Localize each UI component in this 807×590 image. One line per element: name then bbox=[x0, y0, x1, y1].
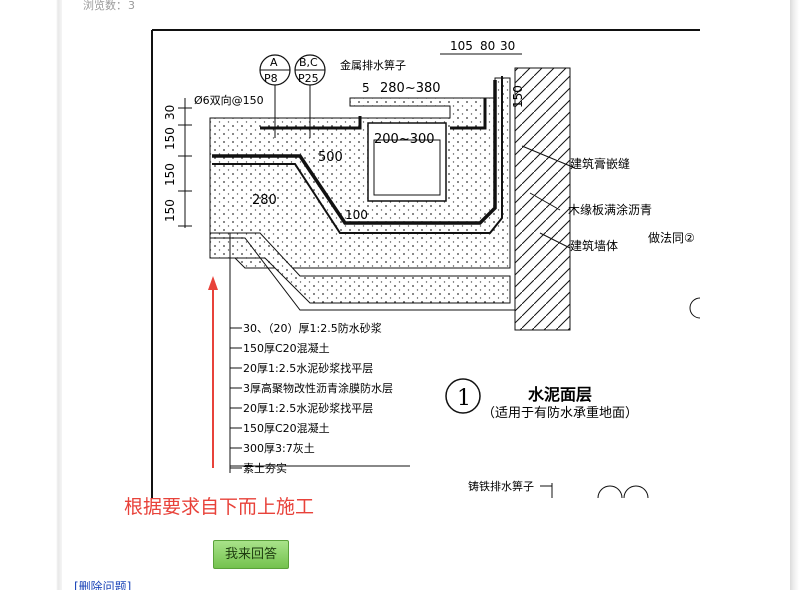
bottom-callout-circle bbox=[623, 485, 649, 498]
layer-item-5: 20厚1:2.5水泥砂浆找平层 bbox=[243, 401, 373, 415]
callout-a-top: A bbox=[270, 56, 278, 69]
construction-note: 根据要求自下而上施工 bbox=[124, 496, 315, 518]
view-count-label: 浏览数： bbox=[83, 0, 127, 12]
question-content: 浏览数：3 bbox=[62, 0, 790, 590]
waterproof-line-1 bbox=[212, 80, 497, 225]
leader-line bbox=[521, 145, 576, 169]
building-wall bbox=[514, 67, 571, 331]
layer-item-2: 150厚C20混凝土 bbox=[243, 341, 330, 355]
layer-item-1: 30、（20）厚1:2.5防水砂浆 bbox=[243, 321, 382, 335]
dim-5-label: 5 bbox=[362, 81, 370, 95]
section-subtitle: （适用于有防水承重地面） bbox=[482, 405, 638, 421]
dim-100-label: 100 bbox=[345, 208, 368, 222]
dim-280-label: 280 bbox=[252, 193, 277, 208]
dim-150-a-label: 150 bbox=[163, 127, 177, 150]
dim-150-b-label: 150 bbox=[163, 163, 177, 186]
layer-item-4: 3厚高聚物改性沥青涂膜防水层 bbox=[243, 381, 393, 395]
dim-280-380-label: 280~380 bbox=[380, 81, 441, 96]
section-number: 1 bbox=[457, 386, 471, 411]
ground-line bbox=[210, 237, 515, 311]
delete-question-link[interactable]: [删除问题] bbox=[74, 580, 132, 590]
leader-line bbox=[539, 232, 571, 249]
drain-trench bbox=[367, 122, 447, 202]
drain-trench-inner bbox=[373, 139, 441, 196]
answer-button[interactable]: 我来回答 bbox=[213, 540, 289, 569]
bottom-callout-circle bbox=[597, 485, 623, 498]
dim-30-top-label: 30 bbox=[500, 39, 515, 53]
dim-105-label: 105 bbox=[450, 39, 473, 53]
callout-a-bottom: P8 bbox=[264, 72, 278, 85]
layer-item-8: 素土夯实 bbox=[243, 461, 287, 475]
construction-drawing: 30 150 150 150 Ø6双向@150 A P8 B,C P25 金属排… bbox=[151, 29, 700, 498]
dim-150-c-label: 150 bbox=[163, 199, 177, 222]
waterproof-line-4 bbox=[450, 98, 487, 130]
side-callout-circle bbox=[689, 297, 700, 319]
bottom-grate-label: 铸铁排水箅子 bbox=[468, 479, 534, 493]
lime-soil-layer bbox=[209, 232, 511, 304]
view-count-value: 3 bbox=[128, 0, 135, 12]
dim-150-vertical-label: 150 bbox=[511, 85, 525, 108]
right-label-sealant: 建筑膏嵌缝 bbox=[570, 156, 630, 171]
page-margin-right bbox=[790, 0, 807, 590]
same-as-label: 做法同② bbox=[648, 230, 695, 245]
rebar-label: Ø6双向@150 bbox=[194, 93, 264, 107]
waterproof-line-2 bbox=[212, 76, 503, 234]
page-margin-left bbox=[0, 0, 62, 590]
up-arrow-head bbox=[208, 276, 218, 290]
layer-list: 30、（20）厚1:2.5防水砂浆 150厚C20混凝土 20厚1:2.5水泥砂… bbox=[230, 321, 393, 475]
right-label-building-wall: 建筑墙体 bbox=[570, 238, 618, 253]
view-count: 浏览数：3 bbox=[82, 0, 135, 13]
leader-line bbox=[529, 192, 561, 211]
layer-item-3: 20厚1:2.5水泥砂浆找平层 bbox=[243, 361, 373, 375]
section-title: 水泥面层 bbox=[528, 385, 592, 404]
dim-500-label: 500 bbox=[318, 150, 343, 165]
dim-200-300-label: 200~300 bbox=[374, 132, 435, 147]
dim-30-label: 30 bbox=[163, 105, 177, 120]
callout-bc-top: B,C bbox=[299, 56, 318, 69]
layer-item-6: 150厚C20混凝土 bbox=[243, 421, 330, 435]
section-number-circle bbox=[445, 378, 481, 414]
right-label-wood-strip: 木缘板满涂沥青 bbox=[568, 202, 652, 217]
dim-80-label: 80 bbox=[480, 39, 495, 53]
callout-bc-bottom: P25 bbox=[298, 72, 319, 85]
waterproof-line-3 bbox=[260, 116, 362, 130]
grate-label: 金属排水箅子 bbox=[340, 58, 406, 72]
layer-item-7: 300厚3:7灰土 bbox=[243, 441, 315, 455]
